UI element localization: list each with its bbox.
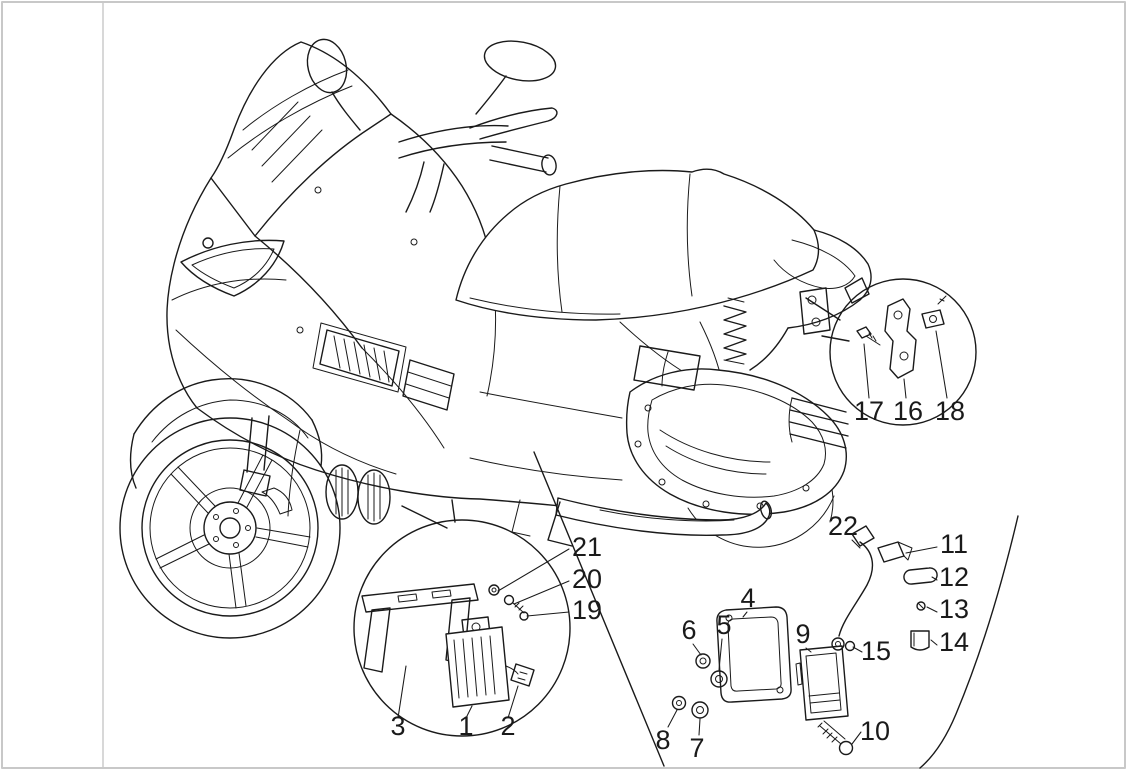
callout-21: 21 <box>572 532 602 562</box>
leader-lines <box>397 330 948 745</box>
insert-part-12 <box>903 567 938 585</box>
callout-10: 10 <box>860 716 890 746</box>
regulator-part-1 <box>445 616 510 708</box>
plug-cap-part-11 <box>877 541 913 563</box>
callout-7: 7 <box>689 733 704 763</box>
ecu-part-9 <box>795 645 849 721</box>
screw-part-13 <box>916 601 926 611</box>
callout-6: 6 <box>681 615 696 645</box>
callout-4: 4 <box>740 583 755 613</box>
engine <box>625 345 849 515</box>
callout-16: 16 <box>893 396 923 426</box>
screw-part-10 <box>817 720 854 756</box>
callout-18: 18 <box>935 396 965 426</box>
clip-part-18 <box>921 295 947 329</box>
cable-part-22 <box>831 525 875 651</box>
callout-14: 14 <box>939 627 969 657</box>
callout-20: 20 <box>572 564 602 594</box>
inset-circle-regulator <box>353 519 571 737</box>
cap-part-14 <box>910 630 930 651</box>
callout-13: 13 <box>939 594 969 624</box>
nut-part-15 <box>844 640 856 652</box>
callout-12: 12 <box>939 562 969 592</box>
mirrors <box>306 38 557 131</box>
callout-15: 15 <box>861 636 891 666</box>
callout-1: 1 <box>458 711 473 741</box>
callout-8: 8 <box>655 725 670 755</box>
callout-9: 9 <box>795 619 810 649</box>
callout-3: 3 <box>390 711 405 741</box>
washer-part-6 <box>695 653 711 669</box>
vent-grilles <box>312 322 455 411</box>
washer-part-7 <box>691 701 709 719</box>
callout-2: 2 <box>500 711 515 741</box>
exhaust <box>555 497 773 536</box>
callout-22: 22 <box>828 511 858 541</box>
callout-11: 11 <box>940 529 968 559</box>
bracket-part-16 <box>884 298 917 379</box>
washer-part-8 <box>671 695 687 711</box>
seat <box>455 168 820 321</box>
fasteners-19-20-21 <box>488 584 529 621</box>
callout-5: 5 <box>716 610 731 640</box>
windscreen <box>210 41 392 237</box>
front-wheel <box>119 415 341 639</box>
detail-inset-regulator <box>353 519 571 737</box>
washer-part-5 <box>710 670 728 688</box>
headlight <box>171 237 287 301</box>
front-fender <box>129 378 323 489</box>
detail-area-ecu <box>671 525 938 756</box>
scooter-illustration <box>119 38 872 639</box>
horn-grilles <box>325 464 391 525</box>
connector-part-2 <box>505 663 535 687</box>
detail-inset-bracket <box>829 278 977 426</box>
pointer-lines <box>401 297 1019 769</box>
screw-part-17 <box>856 326 881 346</box>
callout-17: 17 <box>854 396 884 426</box>
handlebar <box>398 107 558 213</box>
cover-part-4 <box>716 606 792 703</box>
callout-19: 19 <box>572 595 602 625</box>
inset-circle-bracket <box>829 278 977 426</box>
front-fairing <box>166 113 497 449</box>
